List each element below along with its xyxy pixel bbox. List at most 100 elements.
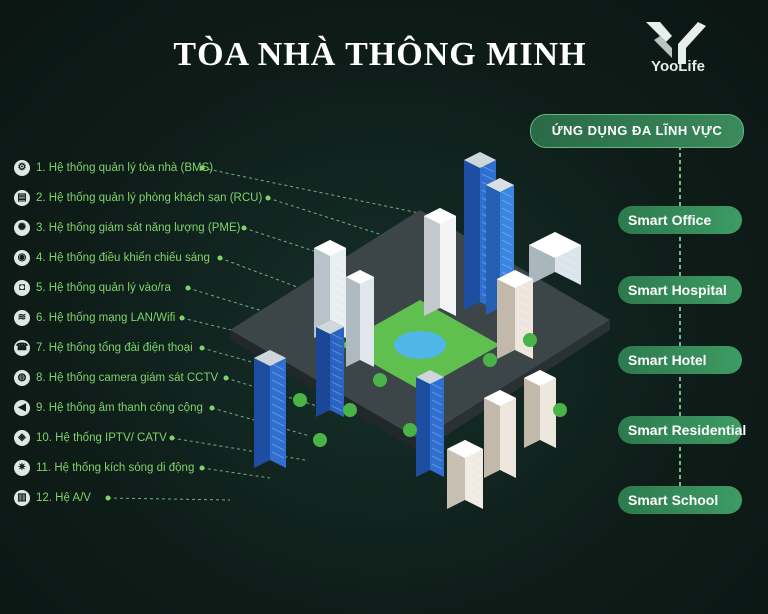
window-row bbox=[431, 399, 443, 406]
tower bbox=[270, 350, 286, 468]
connector-dot bbox=[105, 495, 111, 501]
window-row bbox=[501, 443, 515, 451]
window-row bbox=[441, 285, 455, 293]
window-row bbox=[516, 283, 532, 292]
tower bbox=[440, 208, 456, 316]
window-row bbox=[541, 431, 555, 439]
connector-line bbox=[219, 257, 346, 306]
tower bbox=[316, 320, 344, 334]
window-row bbox=[431, 431, 443, 438]
window-row bbox=[271, 443, 285, 451]
speaker-icon: ▥ bbox=[14, 490, 30, 506]
window-row bbox=[501, 411, 515, 419]
tower bbox=[346, 270, 360, 367]
window-row bbox=[331, 253, 345, 261]
tree bbox=[343, 403, 357, 417]
tree bbox=[373, 373, 387, 387]
window-row bbox=[331, 357, 343, 364]
applications-connector bbox=[679, 146, 681, 486]
lightbulb-icon: ◉ bbox=[14, 250, 30, 266]
tower bbox=[254, 350, 270, 468]
window-row bbox=[431, 423, 443, 430]
window-row bbox=[431, 447, 443, 454]
window-row bbox=[361, 323, 373, 330]
building-cog-icon: ⚙ bbox=[14, 160, 30, 176]
application-pill: Smart School bbox=[618, 486, 742, 514]
yoolife-logo bbox=[646, 22, 706, 64]
tower bbox=[524, 370, 556, 386]
window-row bbox=[361, 347, 373, 354]
window-row bbox=[361, 355, 373, 362]
window-row bbox=[271, 395, 285, 403]
isometric-city-illustration bbox=[230, 152, 610, 509]
tower bbox=[497, 270, 515, 359]
window-row bbox=[331, 333, 343, 340]
connector-dot bbox=[265, 195, 271, 201]
window-row bbox=[466, 469, 482, 478]
tree bbox=[403, 423, 417, 437]
window-row bbox=[331, 285, 345, 293]
window-row bbox=[501, 459, 515, 467]
window-row bbox=[466, 493, 482, 502]
window-row bbox=[501, 247, 513, 254]
window-row bbox=[541, 407, 555, 415]
window-row bbox=[501, 215, 513, 222]
window-row bbox=[481, 173, 495, 181]
wifi-icon: ≋ bbox=[14, 310, 30, 326]
ground-edge bbox=[420, 320, 610, 452]
megaphone-icon: ◀ bbox=[14, 400, 30, 416]
window-row bbox=[501, 427, 515, 435]
window-row bbox=[541, 383, 555, 391]
connector-dot bbox=[217, 255, 223, 261]
connector-dot bbox=[199, 465, 205, 471]
shield-icon: ◈ bbox=[14, 430, 30, 446]
window-row bbox=[481, 165, 495, 173]
window-row bbox=[466, 485, 482, 494]
feature-item: ≋6. Hệ thống mạng LAN/Wifi bbox=[14, 308, 175, 328]
tower bbox=[447, 440, 483, 458]
tower bbox=[314, 240, 330, 338]
tower bbox=[330, 320, 344, 417]
window-row bbox=[271, 387, 285, 395]
connector-dot bbox=[223, 375, 229, 381]
window-row bbox=[466, 461, 482, 470]
application-pill: Smart Hotel bbox=[618, 346, 742, 374]
window-row bbox=[501, 239, 513, 246]
window-row bbox=[331, 397, 343, 404]
window-row bbox=[466, 477, 482, 486]
window-row bbox=[361, 283, 373, 290]
feature-item: ☎7. Hệ thống tổng đài điện thoại bbox=[14, 338, 193, 358]
tower bbox=[416, 370, 444, 384]
tower bbox=[486, 178, 514, 192]
phone-icon: ☎ bbox=[14, 340, 30, 356]
window-row bbox=[501, 467, 515, 475]
window-row bbox=[501, 435, 515, 443]
window-row bbox=[501, 231, 513, 238]
window-row bbox=[331, 317, 345, 325]
application-pill: Smart Office bbox=[618, 206, 742, 234]
window-row bbox=[331, 373, 343, 380]
window-row bbox=[271, 427, 285, 435]
window-row bbox=[441, 253, 455, 261]
window-row bbox=[331, 405, 343, 412]
feature-label: 10. Hệ thống IPTV/ CATV bbox=[36, 432, 167, 444]
tower bbox=[486, 178, 500, 315]
window-row bbox=[331, 309, 345, 317]
connector-dot bbox=[169, 435, 175, 441]
window-row bbox=[541, 415, 555, 423]
feature-item: ◘5. Hệ thống quản lý vào/ra bbox=[14, 278, 171, 298]
fountain bbox=[394, 331, 446, 359]
window-row bbox=[361, 315, 373, 322]
application-pill: Smart Hospital bbox=[618, 276, 742, 304]
window-row bbox=[331, 381, 343, 388]
window-row bbox=[431, 439, 443, 446]
window-row bbox=[556, 269, 580, 282]
window-row bbox=[516, 307, 532, 316]
tree bbox=[553, 403, 567, 417]
window-row bbox=[361, 331, 373, 338]
feature-label: 2. Hệ thống quản lý phòng khách sạn (RCU… bbox=[36, 192, 263, 204]
window-row bbox=[501, 207, 513, 214]
window-row bbox=[271, 419, 285, 427]
gear-icon: ✺ bbox=[14, 220, 30, 236]
server-icon: ▤ bbox=[14, 190, 30, 206]
